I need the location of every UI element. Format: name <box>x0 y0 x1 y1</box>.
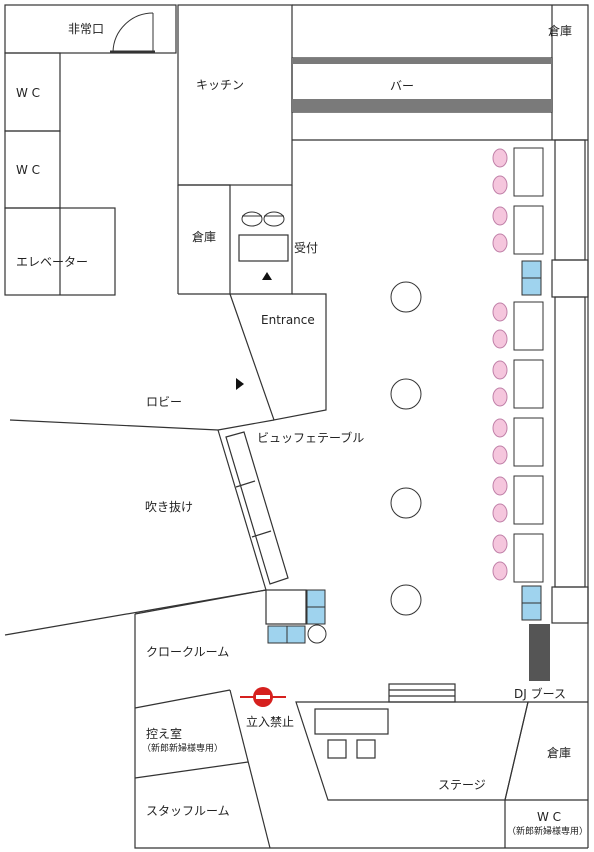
bar-strip-mid <box>292 99 552 112</box>
dj-booth-label: DJ ブース <box>514 687 566 701</box>
chair <box>492 418 508 438</box>
stage-screen <box>314 708 389 735</box>
emergency-exit-room <box>4 4 177 54</box>
chair <box>492 302 508 322</box>
wc-label-2: W C <box>16 163 41 177</box>
chair <box>492 387 508 407</box>
arrow-up-icon <box>262 272 272 280</box>
no-entry-icon <box>240 687 286 707</box>
reception-desk <box>238 234 289 262</box>
buffet-table <box>225 431 289 585</box>
elevator-label: エレベーター <box>16 255 89 269</box>
cloakroom-label: クロークルーム <box>146 645 230 659</box>
bar-label: バー <box>390 79 415 93</box>
stage-monitor-1 <box>327 739 347 759</box>
entrance-label: Entrance <box>261 313 315 327</box>
storage-top-label: 倉庫 <box>548 24 573 38</box>
chair <box>492 445 508 465</box>
corner-box <box>265 589 307 625</box>
chair <box>492 534 508 554</box>
right-column-2 <box>551 259 589 298</box>
wc-bottom-label: W C <box>537 810 562 824</box>
chair <box>492 148 508 168</box>
dj-booth-unit <box>529 624 550 681</box>
buffet-table-label: ビュッフェテーブル <box>257 431 365 445</box>
atrium-label: 吹き抜け <box>145 500 194 514</box>
reception-chairs <box>241 211 285 227</box>
pink-chairs <box>492 148 508 581</box>
side-tables <box>513 147 544 583</box>
no-entry-label: 立入禁止 <box>246 715 295 729</box>
stage-steps <box>388 683 456 703</box>
chair <box>492 360 508 380</box>
waiting-room-label: 控え室 <box>146 727 183 741</box>
storage-bottom-label: 倉庫 <box>547 746 572 760</box>
small-round-table <box>307 624 327 644</box>
entrance-wall <box>229 293 327 421</box>
round-tables <box>390 281 422 616</box>
right-column-4 <box>551 586 589 624</box>
right-column-1 <box>554 139 586 261</box>
chair <box>492 175 508 195</box>
wc-bottom-note: （新郎新婦様専用） <box>507 827 589 837</box>
kitchen-label: キッチン <box>196 78 245 92</box>
lobby-label: ロビー <box>146 395 183 409</box>
chair <box>492 206 508 226</box>
blue-boxes <box>267 260 542 644</box>
chair <box>492 233 508 253</box>
top-wall <box>292 4 589 848</box>
chair <box>492 476 508 496</box>
chair <box>492 329 508 349</box>
stage-monitor-2 <box>356 739 376 759</box>
door-icon <box>110 12 155 54</box>
storage-left-label: 倉庫 <box>192 230 217 244</box>
waiting-room-note: （新郎新婦様専用） <box>142 744 224 754</box>
stage-platform <box>295 701 529 801</box>
emergency-exit-label: 非常口 <box>68 22 105 36</box>
chair <box>492 503 508 523</box>
cloakroom-wall <box>134 614 270 849</box>
wc-label-1: W C <box>16 86 41 100</box>
stage-label: ステージ <box>438 778 486 792</box>
arrow-right-icon <box>236 378 244 390</box>
staff-room-label: スタッフルーム <box>146 804 230 818</box>
chair <box>492 561 508 581</box>
bar-strip-top <box>292 58 552 64</box>
reception-label: 受付 <box>294 241 319 255</box>
right-column-3 <box>554 296 586 588</box>
kitchen-room <box>177 4 293 186</box>
